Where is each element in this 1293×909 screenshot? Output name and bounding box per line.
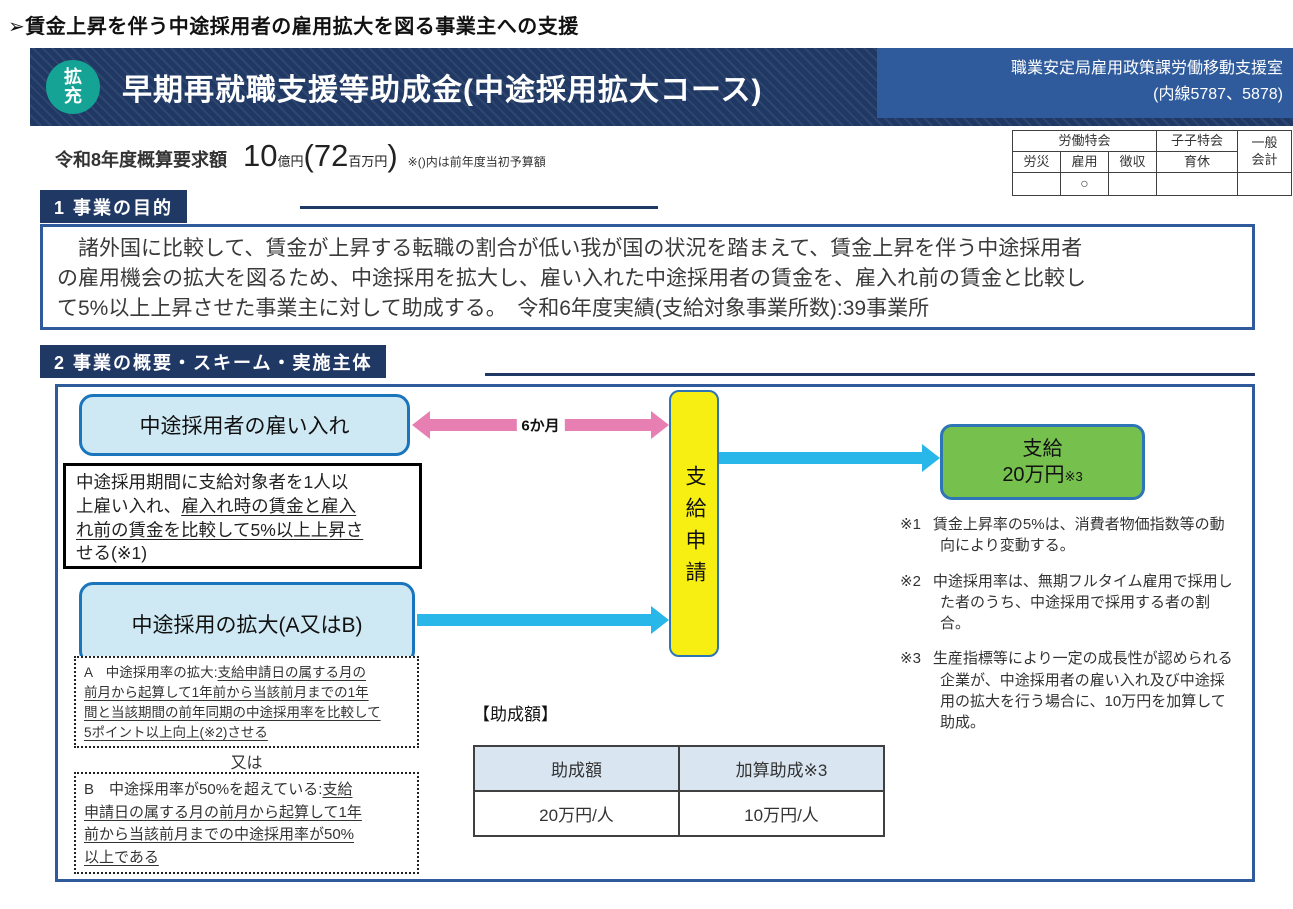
account-koyo: 雇用 [1060,151,1109,173]
budget-prev-close: ) [387,138,398,173]
section1-heading: 1 事業の目的 [40,190,188,223]
six-month-arrow: 6か月 [412,411,669,439]
note-item: ※1 賃金上昇率の5%は、消費者物価指数等の動向により変動する。 [900,514,1234,557]
grant-amount-table: 助成額 加算助成※3 20万円/人 10万円/人 [473,745,885,837]
budget-amount: 10 [243,138,278,173]
grant-box-line2: 20万円※3 [1002,464,1083,486]
account-choshu: 徴収 [1108,151,1157,173]
document-heading: ➢賃金上昇を伴う中途採用者の雇用拡大を図る事業主への支援 [8,16,579,38]
grant-box: 支給 20万円※3 [940,424,1145,500]
purpose-line: 諸外国に比較して、賃金が上昇する転職の割合が低い我が国の状況を踏まえて、賃金上昇… [57,237,1083,260]
note-text: 生産指標等により一定の成長性が認められる企業が、中途採用者の雇い入れ及び中途採用… [932,650,1233,732]
expansion-badge: 拡 充 [46,60,100,114]
office-contact: 職業安定局雇用政策課労働移動支援室 (内線5787、5878) [877,48,1293,118]
budget-prev-unit: 百万円 [348,154,388,169]
badge-bottom-char: 充 [64,86,82,106]
condition-line: 中途採用期間に支給対象者を1人以 [76,472,349,492]
requirement-b-line: 申請日の属する月の前月から起算して1年 [84,803,362,821]
grant-table-header: 助成額 [473,745,680,792]
purpose-line: て5%以上上昇させた事業主に対して助成する。 令和6年度実績(支給対象事業所数)… [57,296,930,320]
condition-line: れ前の賃金を比較して5%以上上昇さ [76,519,364,540]
account-mark-cell [1156,172,1238,196]
grant-table-value: 10万円/人 [678,790,885,837]
grant-table-value: 20万円/人 [473,790,680,837]
note-number: ※1 [900,516,921,533]
note-number: ※2 [900,572,921,590]
office-extension: (内線5787、5878) [1153,86,1283,104]
budget-request: 令和8年度概算要求額 10 億円 (72 百万円 ) ※()内は前年度当初予算額 [55,138,546,184]
requirement-b-box: B 中途採用率が50%を超えている:支給 申請日の属する月の前月から起算して1年… [74,772,419,874]
requirement-a-box: A 中途採用率の拡大:支給申請日の属する月の 前月から起算して1年前から当該前月… [74,656,419,748]
requirement-a-line: A 中途採用率の拡大:支給申請日の属する月の [84,665,367,680]
program-title: 早期再就職支援等助成金(中途採用拡大コース) [122,74,763,107]
arrow-right-head [651,411,669,439]
account-ikukyu: 育休 [1156,151,1238,173]
arrow-shaft [719,452,924,464]
account-mark-cell [1012,172,1061,196]
section1-rule [300,206,658,209]
note-text: 中途採用率は、無期フルタイム雇用で採用した者のうち、中途採用で採用する者の割合。 [932,572,1233,633]
grant-note-ref: ※3 [1064,469,1083,484]
note-text: 賃金上昇率の5%は、消費者物価指数等の動向により変動する。 [932,516,1225,555]
apply-arrow [417,606,669,634]
budget-note: ※()内は前年度当初予算額 [407,155,546,169]
grant-box-line1: 支給 [1022,438,1063,460]
grant-amount-title: 【助成額】 [473,705,558,724]
special-account-table: 労働特会 子子特会 一般 会計 労災 雇用 徴収 育休 ○ [1012,130,1292,196]
office-name: 職業安定局雇用政策課労働移動支援室 [1010,60,1283,77]
account-kodomo-tokkai: 子子特会 [1156,130,1238,152]
or-label: 又は [230,755,263,772]
note-item: ※2 中途採用率は、無期フルタイム雇用で採用した者のうち、中途採用で採用する者の割… [900,571,1234,635]
condition-line: せる(※1) [76,543,148,564]
hire-box: 中途採用者の雇い入れ [79,394,410,456]
budget-prev-open: (72 [303,138,349,173]
section2-rule [485,373,1255,376]
six-month-label: 6か月 [516,414,565,436]
account-rosai: 労災 [1012,151,1061,173]
requirement-b-line: 以上である [84,848,159,866]
arrow-right-head [922,444,940,472]
requirement-b-line: B 中途採用率が50%を超えている:支給 [84,781,353,798]
arrow-right-head [651,606,669,634]
purpose-line: の雇用機会の拡大を図るため、中途採用を拡大し、雇い入れた中途採用者の賃金を、雇入… [57,266,1086,290]
requirement-b-line: 前から当該前月までの中途採用率が50% [84,826,355,843]
note-item: ※3 生産指標等により一定の成長性が認められる企業が、中途採用者の雇い入れ及び中途… [900,648,1234,733]
arrow-left-head [412,411,430,439]
apply-box: 支給申請 [669,390,719,657]
account-mark-cell [1237,172,1292,196]
account-rodo-tokkai: 労働特会 [1012,130,1157,152]
arrow-shaft [417,614,653,626]
badge-top-char: 拡 [64,67,82,88]
account-mark-cell: ○ [1060,172,1109,196]
budget-unit: 億円 [277,154,304,169]
requirement-a-line: 前月から起算して1年前から当該前月までの1年 [84,684,369,700]
wage-condition-box: 中途採用期間に支給対象者を1人以 上雇い入れ、雇入れ時の賃金と雇入 れ前の賃金を… [63,463,422,569]
notes-list: ※1 賃金上昇率の5%は、消費者物価指数等の動向により変動する。 ※2 中途採用率は… [900,514,1234,748]
title-banner: 拡 充 早期再就職支援等助成金(中途採用拡大コース) 職業安定局雇用政策課労働移… [30,48,1293,126]
requirement-a-line: 間と当該期間の前年同期の中途採用率を比較して [84,704,381,720]
section2-heading: 2 事業の概要・スキーム・実施主体 [40,345,387,378]
note-number: ※3 [900,650,921,668]
requirement-a-line: 5ポイント以上向上(※2)させる [84,724,268,740]
grant-table-header: 加算助成※3 [678,745,885,792]
expand-box: 中途採用の拡大(A又はB) [79,582,415,665]
condition-line: 上雇い入れ、雇入れ時の賃金と雇入 [76,495,357,516]
account-ippan-kaikei: 一般 会計 [1237,130,1292,173]
account-mark-cell [1108,172,1157,196]
purpose-text: 諸外国に比較して、賃金が上昇する転職の割合が低い我が国の状況を踏まえて、賃金上昇… [40,224,1255,330]
budget-label: 令和8年度概算要求額 [55,150,228,170]
payment-arrow [719,444,940,472]
